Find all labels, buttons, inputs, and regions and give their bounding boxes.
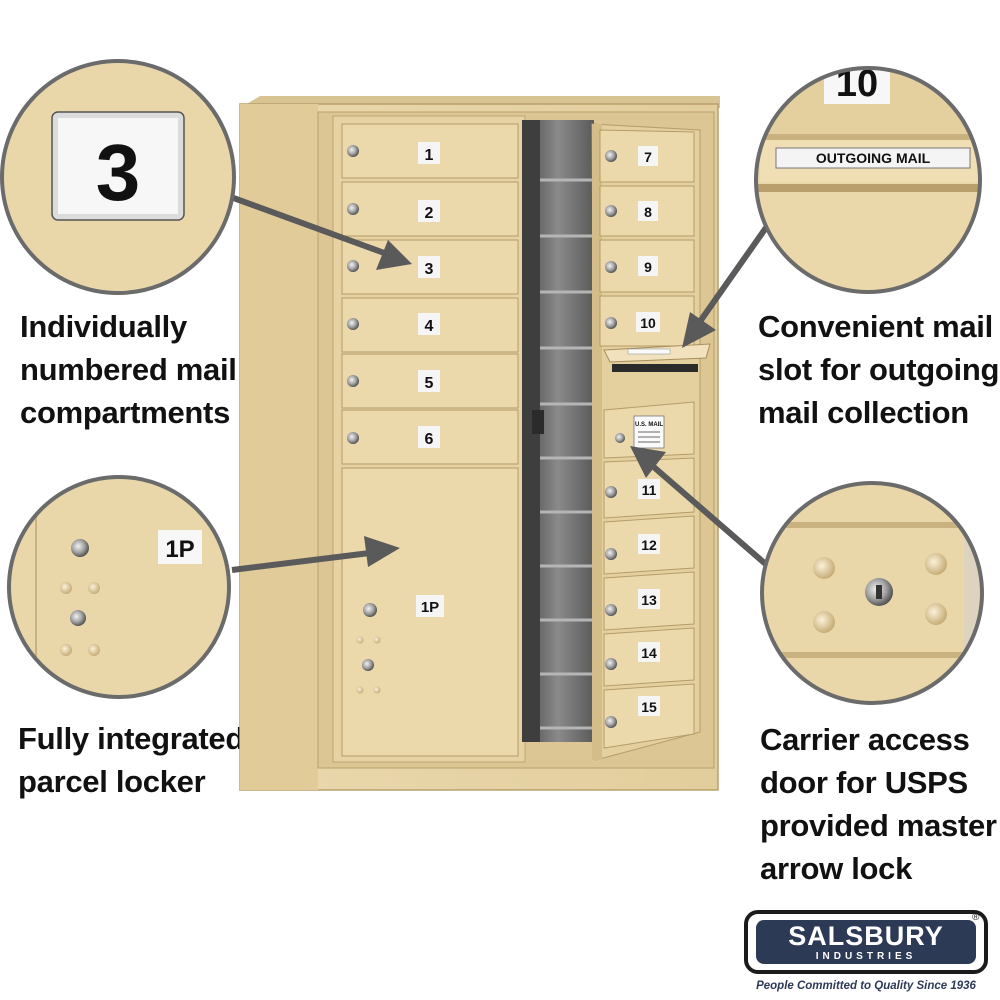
lock-icon	[605, 150, 617, 162]
zoom-outgoing-slot: 10 OUTGOING MAIL	[754, 63, 982, 294]
caption-line: slot for outgoing	[758, 352, 1000, 387]
lock-icon	[347, 318, 359, 330]
compartment-door: 15	[603, 683, 695, 749]
caption-line: Individually	[20, 309, 187, 344]
zoom-outgoing-number: 10	[836, 63, 878, 105]
brand-tagline: People Committed to Quality Since 1936	[756, 980, 976, 992]
compartment-door: 8	[599, 185, 695, 237]
right-doors-bottom: 11 12 13 14	[603, 457, 695, 749]
door-number: 2	[425, 205, 434, 222]
lock-icon	[605, 261, 617, 273]
caption-parcel: Fully integrated parcel locker	[18, 717, 244, 803]
caption-compartments: Individually numbered mail compartments	[20, 305, 237, 434]
compartment-door: 5	[341, 353, 519, 409]
zoom-parcel-locker: 1P	[7, 475, 231, 699]
door-number: 10	[640, 315, 656, 331]
door-number: 3	[425, 261, 434, 278]
lock-icon	[71, 539, 89, 557]
lock-icon	[347, 260, 359, 272]
compartment-door: 11	[603, 457, 695, 519]
caption-carrier: Carrier access door for USPS provided ma…	[760, 718, 997, 890]
arrow-icon	[646, 459, 786, 583]
parcel-locker-door: 1P	[341, 467, 519, 757]
door-number: 8	[644, 204, 652, 220]
zoom-carrier-lock	[760, 481, 984, 705]
arrow-icon	[231, 549, 379, 573]
lock-icon	[347, 145, 359, 157]
door-number: 1	[425, 147, 434, 164]
door-number: 14	[641, 645, 657, 661]
door-number: 6	[425, 431, 434, 448]
lock-icon	[605, 486, 617, 498]
zoom-number: 3	[96, 128, 141, 217]
carrier-door: 7 8 9 10	[591, 123, 711, 761]
zoom-compartment-number: 3	[0, 59, 236, 295]
door-number: 11	[642, 482, 657, 498]
compartment-door: 13	[603, 571, 695, 631]
arrow-icon	[691, 220, 773, 332]
door-number: 13	[641, 592, 657, 608]
callout-arrows	[226, 193, 786, 583]
compartment-door: 10	[599, 295, 695, 347]
zoom-outgoing-label: OUTGOING MAIL	[816, 150, 931, 166]
caption-line: provided master	[760, 808, 997, 843]
door-number: 7	[644, 149, 652, 165]
caption-line: Convenient mail	[758, 309, 993, 344]
outgoing-mail-slot	[603, 343, 711, 372]
compartment-door: 14	[603, 627, 695, 687]
lock-icon	[605, 716, 617, 728]
trademark: ®	[972, 912, 980, 923]
brand-subtitle: INDUSTRIES	[816, 951, 917, 962]
caption-line: Fully integrated	[18, 721, 245, 756]
compartment-door: 4	[341, 297, 519, 353]
lock-icon	[362, 659, 374, 671]
outgoing-plate	[627, 348, 671, 355]
caption-line: parcel locker	[18, 764, 206, 799]
brand-name: SALSBURY	[788, 921, 944, 951]
door-number: 12	[641, 537, 657, 553]
door-number: 15	[641, 699, 657, 715]
arrow-icon	[226, 193, 400, 261]
lock-icon	[605, 604, 617, 616]
caption-line: Carrier access	[760, 722, 970, 757]
left-door-column: 1 2 3 4 5 6	[341, 123, 519, 757]
door-number: 4	[425, 318, 434, 335]
lock-icon	[347, 375, 359, 387]
caption-line: door for USPS	[760, 765, 968, 800]
lock-icon	[347, 432, 359, 444]
lock-icon	[605, 548, 617, 560]
parcel-label: 1P	[421, 599, 439, 616]
compartment-door: 12	[603, 515, 695, 575]
door-number: 5	[425, 375, 434, 392]
interior-shelves	[540, 178, 594, 730]
usps-plate-text: U.S. MAIL	[635, 422, 663, 428]
compartment-door: 2	[341, 181, 519, 237]
lock-icon	[605, 317, 617, 329]
usps-access-panel: U.S. MAIL	[603, 401, 695, 459]
caption-line: mail collection	[758, 395, 969, 430]
master-lock-icon	[615, 433, 625, 443]
caption-line: numbered mail	[20, 352, 237, 387]
caption-line: compartments	[20, 395, 231, 430]
salsbury-logo: SALSBURY INDUSTRIES ® People Committed t…	[744, 910, 988, 992]
lock-icon	[363, 603, 377, 617]
lock-icon	[605, 658, 617, 670]
right-doors-top: 7 8 9 10	[599, 129, 695, 347]
lock-icon	[605, 205, 617, 217]
door-number: 9	[644, 259, 652, 275]
lock-icon	[347, 203, 359, 215]
lock-icon	[70, 610, 86, 626]
compartment-door: 6	[341, 409, 519, 465]
caption-outgoing: Convenient mail slot for outgoing mail c…	[758, 305, 999, 434]
zoom-parcel-label: 1P	[165, 536, 194, 563]
compartment-door: 1	[341, 123, 519, 179]
compartment-door: 9	[599, 239, 695, 293]
caption-line: arrow lock	[760, 851, 913, 886]
compartment-door: 7	[599, 129, 695, 183]
